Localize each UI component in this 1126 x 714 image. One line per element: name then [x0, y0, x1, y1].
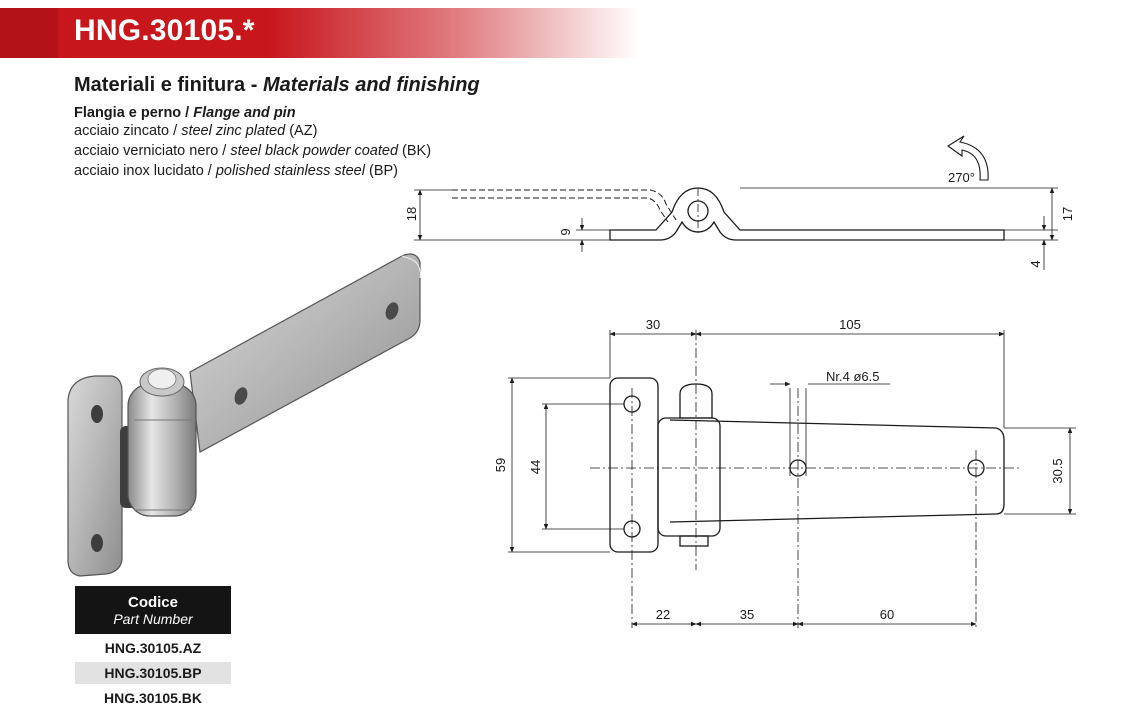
flange-pin-heading: Flangia e perno / Flange and pin	[74, 105, 296, 121]
top-view-dimensions	[508, 330, 1076, 628]
dim-30-5: 30.5	[1050, 458, 1065, 483]
flange-pin-en: Flange and pin	[193, 105, 296, 121]
material-code: (BP)	[364, 163, 399, 179]
materials-heading-en: Materials and finishing	[262, 74, 480, 96]
materials-heading-it: Materiali e finitura -	[74, 74, 263, 96]
part-number-row: HNG.30105.AZ	[104, 640, 202, 656]
material-it: acciaio verniciato nero /	[74, 143, 231, 159]
product-title: HNG.30105.*	[74, 14, 255, 47]
holes-label: Nr.4 ø6.5	[826, 369, 879, 384]
dim-44: 44	[528, 460, 543, 474]
material-it: acciaio inox lucidato /	[74, 163, 216, 179]
part-number-header: Codice Part Number	[75, 586, 231, 634]
rotation-label: 270°	[948, 170, 975, 185]
top-view-drawing	[609, 377, 1005, 553]
part-number-row: HNG.30105.BP	[75, 662, 231, 684]
hinge-3d-illustration	[67, 253, 421, 577]
material-it: acciaio zincato /	[74, 123, 182, 139]
material-en: steel zinc plated	[181, 123, 286, 139]
dim-9: 9	[558, 228, 573, 235]
dim-17: 17	[1060, 207, 1075, 221]
banner-accent	[0, 8, 58, 58]
dim-35: 35	[740, 607, 754, 622]
rotation-arrow	[947, 135, 989, 181]
dim-30: 30	[646, 317, 660, 332]
dim-59: 59	[493, 458, 508, 472]
material-code: (BK)	[398, 143, 432, 159]
material-en: steel black powder coated	[230, 143, 399, 159]
material-line-bp: acciaio inox lucidato / polished stainle…	[74, 163, 398, 179]
flange-pin-it: Flangia e perno /	[74, 105, 194, 121]
part-number-table: Codice Part Number HNG.30105.AZ HNG.3010…	[75, 586, 231, 709]
header-codice: Codice	[127, 593, 178, 611]
materials-heading: Materiali e finitura - Materials and fin…	[74, 74, 480, 97]
title-banner: HNG.30105.*	[0, 8, 640, 58]
material-en: polished stainless steel	[215, 163, 365, 179]
material-code: (AZ)	[285, 123, 318, 139]
dim-60: 60	[880, 607, 894, 622]
side-view-drawing	[452, 187, 1005, 241]
dim-105: 105	[839, 317, 861, 332]
part-number-row: HNG.30105.BK	[103, 690, 203, 706]
material-line-az: acciaio zincato / steel zinc plated (AZ)	[74, 123, 317, 139]
dim-18: 18	[404, 207, 419, 221]
material-line-bk: acciaio verniciato nero / steel black po…	[74, 143, 431, 159]
side-view-dimensions	[414, 187, 1058, 270]
dim-22: 22	[656, 607, 670, 622]
dim-4: 4	[1028, 260, 1043, 267]
header-part-number: Part Number	[113, 610, 193, 627]
